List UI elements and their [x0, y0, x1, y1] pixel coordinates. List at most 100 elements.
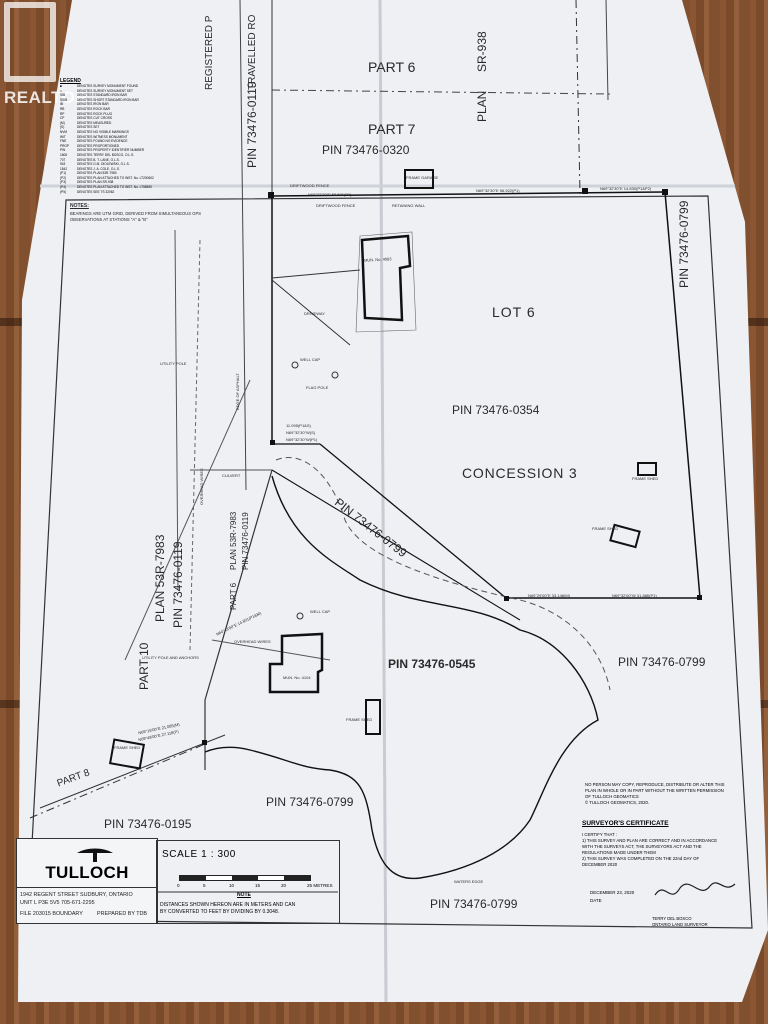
legend-row: (P5)DENOTES SEE TS 32062 [60, 190, 180, 195]
frame-shed [108, 738, 146, 770]
legend-description: DENOTES SET [77, 125, 100, 130]
legend-code: CP [60, 116, 65, 121]
driveway-edge [271, 269, 361, 279]
certificate-line: WITH THE SURVEYS ACT, THE SURVEYORS ACT … [582, 844, 702, 849]
frame-garage [404, 169, 434, 189]
label-utility-pole: UTILITY POLE [160, 361, 187, 366]
scale-tick: 25 METRES [307, 883, 333, 888]
scale-tick: 20 [281, 883, 287, 888]
legend-code: 707 [60, 157, 66, 162]
legend-description: DENOTES ROCK BAR [77, 106, 110, 111]
legend-code: (S) [60, 125, 65, 130]
label-overhead-wires: OVERHEAD WIRES [199, 468, 204, 505]
label-pin-0545: PIN 73476-0545 [388, 657, 476, 671]
label-part6-mid: PART 6 [229, 582, 238, 610]
legend-row: (M) DENOTES MEASURED [60, 121, 180, 126]
legend-code: FNE [60, 139, 67, 144]
legend-row: CP DENOTES CUT CROSS [60, 116, 180, 121]
legend-description: DENOTES SURVEY MONUMENT FOUND [77, 84, 139, 88]
copyright-notice: NO PERSON MAY COPY, REPRODUCE, DISTRIBUT… [585, 782, 755, 806]
legend-description: DENOTES IRON BAR [77, 102, 109, 107]
label-frame-garage: FRAME GARAGE [406, 175, 439, 180]
legend-code: PROP [60, 143, 70, 148]
realtor-watermark-text: REALTOR [4, 88, 89, 107]
legend-row: (S) DENOTES SET [60, 125, 180, 130]
label-travelled-road: TRAVELLED RO [247, 14, 258, 90]
east-boundary [664, 191, 701, 599]
company-logo: TULLOCH [17, 839, 157, 888]
legend-description: DENOTES WITNESS MONUMENT [77, 134, 128, 139]
frame-shed [637, 462, 657, 476]
legend-description: DENOTES PLAN SR-938 [77, 180, 114, 185]
legend-description: DENOTES PROPORTIONED [77, 143, 120, 148]
legend-description: DENOTES PLAN 53R-7983 [77, 171, 117, 176]
notes-line: BEARINGS ARE UTM GRID, DERIVED FROM SIMU… [70, 211, 202, 216]
legend-description: DENOTES CUT CROSS [77, 116, 113, 121]
label-pin-0799-lower: PIN 73476-0799 [266, 795, 354, 809]
label-driftwood-fence: DRIFTWOOD FENCE [316, 203, 356, 208]
legend-description: DENOTES G.M. DIOLEWSKI, O.L.S. [77, 162, 130, 167]
legend-description: DENOTES MEASURED [77, 120, 112, 125]
copyright-line: PLAN IN WHOLE OR IN PART WITHOUT THE WRI… [585, 788, 724, 793]
label-utility-pole-anchors: UTILITY POLE AND ANCHORS [142, 655, 199, 660]
house-outline [355, 231, 417, 333]
bearing-label: N69°32'30"E 14.830(P1&P2) [600, 186, 652, 191]
legend-code: NVM [60, 129, 68, 134]
lot-line [575, 0, 581, 195]
legend-code: WIT [60, 134, 66, 139]
label-pin-0119-mid: PIN 73476-0119 [241, 512, 250, 570]
company-address: 1942 REGENT STREET SUDBURY, ONTARIO [20, 892, 133, 898]
label-frame-shed: FRAME SHED [114, 745, 141, 750]
waters-edge-line [204, 475, 599, 880]
legend-row: SIB DENOTES STANDARD IRON BAR [60, 93, 180, 98]
label-mun-4104: MUN. No. 4104 [283, 675, 311, 680]
legend-description: DENOTES J. A. COLE, O.L.S. [77, 166, 120, 171]
legend-row: NVM DENOTES NO VISIBLE MARKINGS [60, 130, 180, 135]
road-edge [239, 0, 247, 491]
legend-rows: ■ DENOTES SURVEY MONUMENT FOUND □ DENOTES S… [60, 84, 180, 194]
label-frame-shed: FRAME SHED [592, 526, 619, 531]
road-boundary [271, 469, 521, 621]
scale-label: SCALE 1 : 300 [162, 849, 236, 860]
legend-code: ■ [60, 84, 62, 88]
signature-block: TERRY DEL BOSCO ONTARIO LAND SURVEYOR [652, 900, 742, 930]
label-well-cap: WELL CAP [310, 609, 331, 614]
prepared-by: PREPARED BY TDB [97, 911, 148, 917]
scale-tick: 0 [177, 883, 180, 888]
legend-code: (P5) [60, 189, 67, 194]
label-retaining-wall: RETAINING WALL [392, 203, 426, 208]
monument [504, 596, 509, 601]
legend-title: LEGEND [60, 78, 81, 84]
legend-description: DENOTES NO VISIBLE MARKINGS [77, 129, 129, 134]
bearing-label: N69°32'30"E 58.591(P1) [308, 192, 352, 197]
surveyor-name: TERRY DEL BOSCO [652, 916, 692, 921]
legend-row: ■ DENOTES SURVEY MONUMENT FOUND [60, 84, 180, 89]
monument [582, 188, 588, 194]
scale-box: SCALE 1 : 300 0 5 10 15 20 25 METRES NOT… [156, 840, 340, 924]
monument [270, 440, 275, 445]
legend-code: (P2) [60, 175, 67, 180]
legend-code: (P4) [60, 185, 67, 190]
legend-row: (P4)DENOTES PLAN ATTACHED TO INST. No. L… [60, 185, 180, 190]
legend-code: □ [60, 88, 62, 93]
legend-code: PIN [60, 148, 66, 153]
label-driveway: DRIVEWAY [304, 311, 325, 316]
legend-code: (M) [60, 120, 65, 125]
monument [697, 595, 702, 600]
legend-description: DENOTES STANDARD IRON BAR [77, 93, 127, 98]
label-lot6: LOT 6 [492, 304, 536, 320]
certificate-title: SURVEYOR'S CERTIFICATE [582, 820, 669, 827]
scale-tick: 5 [203, 883, 206, 888]
signature [654, 882, 736, 896]
house-4104 [268, 632, 324, 694]
legend-code: SIB [60, 93, 66, 98]
driveway-edge [271, 279, 351, 346]
label-pin-0119-left: PIN 73476-0119 [171, 541, 185, 628]
label-frame-shed: FRAME SHED [632, 476, 659, 481]
label-well-cap: WELL CAP [300, 357, 321, 362]
